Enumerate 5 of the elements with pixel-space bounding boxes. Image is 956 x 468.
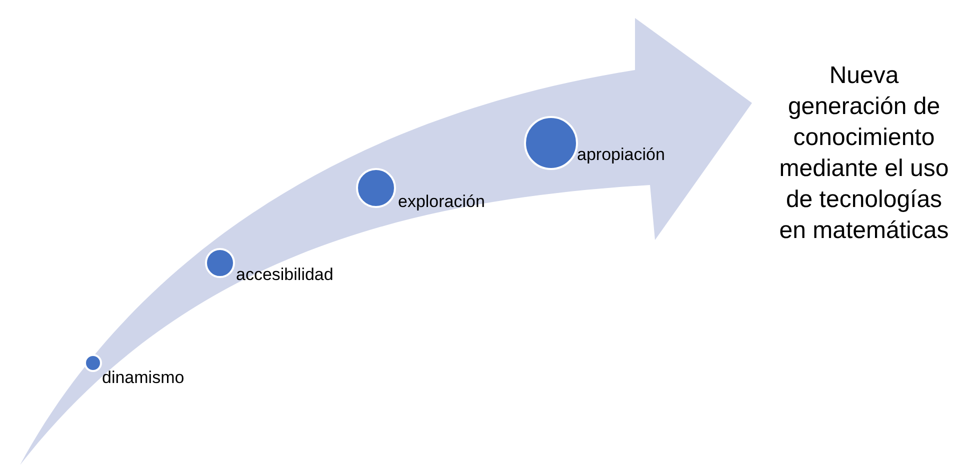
stage-label: dinamismo xyxy=(102,368,184,388)
stage-label: accesibilidad xyxy=(236,265,334,285)
stage-label: apropiación xyxy=(577,145,665,165)
goal-text: Nueva generación de conocimiento mediante el uso de tecnologías en matemáticas xyxy=(778,61,950,246)
stage-label: exploración xyxy=(398,192,485,212)
